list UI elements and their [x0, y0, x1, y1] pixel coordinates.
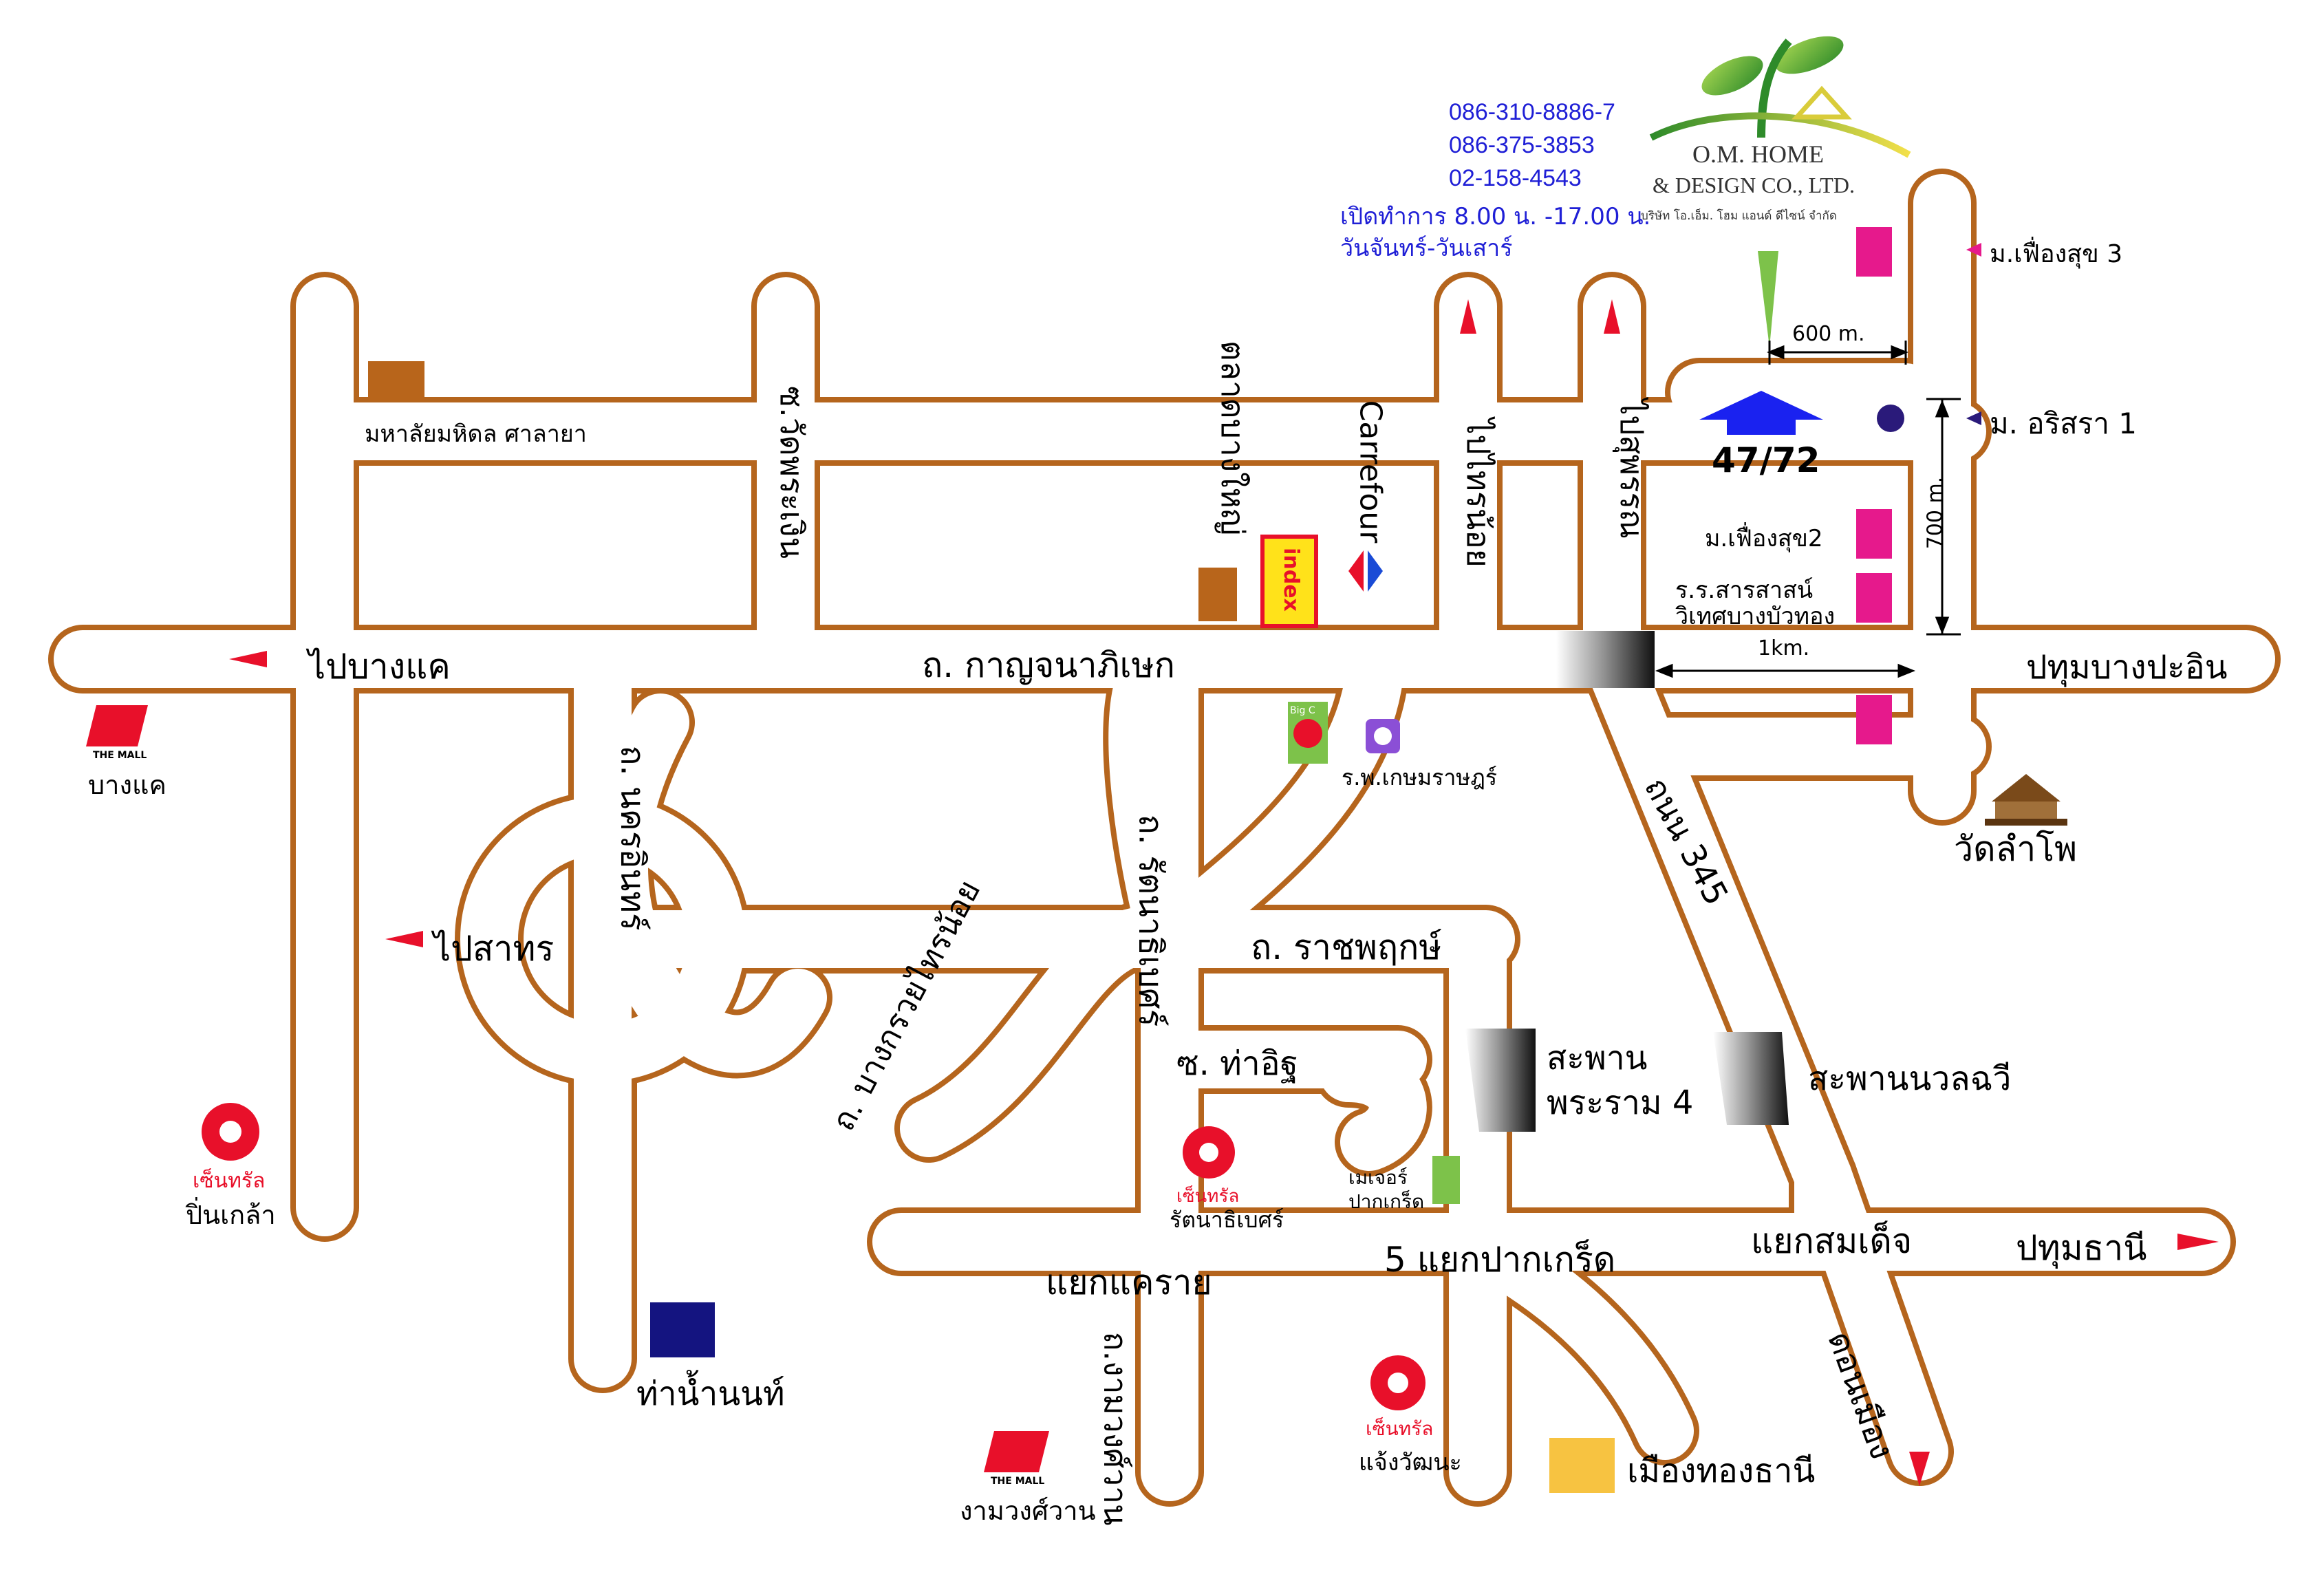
address-number: 47/72 [1712, 440, 1820, 480]
mall-ngam-brand: THE MALL [991, 1476, 1045, 1487]
road-kanchana: ถ. กาญจนาภิเษก [922, 645, 1175, 685]
mu-fueangsuk3-label: ม.เฟื่องสุข 3 [1990, 240, 2123, 268]
road-yaek-khae-rai: แยกแคราย [1046, 1262, 1212, 1302]
index-logo-icon [1260, 535, 1318, 628]
tha-nam-non-label: ท่าน้ำนนท์ [636, 1375, 785, 1413]
wat-lam-pho-label: วัดลำโพ [1954, 829, 2078, 869]
left-arrow-icon [229, 651, 267, 667]
pointer-icon [1966, 243, 1981, 257]
marker-icon [1758, 251, 1778, 347]
road-ngamwongwan: ถ.งามวงศ์วาน [1097, 1331, 1134, 1526]
bridge-rama4-label: สะพาน [1547, 1039, 1648, 1077]
central-ratthana-label: รัตนาธิเบศร์ [1170, 1207, 1284, 1233]
big-c-label: Big C [1290, 705, 1315, 716]
mall-logo-icon [86, 705, 148, 746]
road-pathum-bangpa-in: ปทุมบางปะอิน [2026, 648, 2228, 687]
road-nakhon-in: ถ. นครอินทร์ [613, 745, 652, 931]
distance-1km: 1km. [1758, 636, 1810, 660]
company-name: O.M. HOME [1692, 140, 1825, 168]
mall-logo-icon [984, 1431, 1049, 1472]
company-name-2: & DESIGN CO., LTD. [1653, 173, 1855, 197]
central-chaeng-label: แจ้งวัฒนะ [1359, 1449, 1462, 1476]
major-marker [1432, 1156, 1460, 1204]
central-ratthana-brand: เซ็นทรัล [1176, 1186, 1240, 1207]
mahidol-label: มหาลัยมหิดล ศาลายา [365, 420, 587, 448]
index-label: index [1278, 548, 1303, 612]
carrefour-icon [1348, 550, 1383, 592]
bridge-nonthaburi-label: สะพานนวลฉวี [1808, 1060, 2012, 1098]
distance-600: 600 m. [1792, 322, 1865, 346]
down-arrow-icon [1909, 1452, 1930, 1486]
distance-700: 700 m. [1923, 476, 1948, 550]
up-arrow-icon [1604, 299, 1620, 334]
major-label: เมเจอร์ [1348, 1166, 1408, 1189]
central-pinklao-brand: เซ็นทรัล [193, 1169, 266, 1193]
road-to-sainoi: ไปไทรน้อย [1459, 418, 1497, 568]
road-to-sakhon: ไปสาทร [433, 929, 555, 969]
village-dot-icon [1877, 405, 1904, 432]
mu-irisara1-label: ม. อริสรา 1 [1990, 407, 2138, 440]
phone-1[interactable]: 086-310-8886-7 [1449, 99, 1615, 125]
mu-fueangsuk3-marker [1856, 227, 1892, 277]
bridge-icon [1713, 1032, 1789, 1125]
road-wat-phra-ngoen: ซ.วัดพระเงิน [773, 386, 810, 559]
mall-bangkhae-label: บางแค [88, 770, 166, 800]
tha-nam-non-marker [650, 1302, 715, 1357]
house-arrow-icon [1699, 391, 1823, 435]
road-pathum-thani: ปทุมธานี [2016, 1228, 2147, 1268]
mall-ngam-label: งามวงศ์วาน [960, 1496, 1096, 1526]
phone-3[interactable]: 02-158-4543 [1449, 165, 1582, 191]
road-to-bang-khae: ไปบางแค [308, 647, 451, 687]
school-marker [1856, 573, 1892, 623]
left-arrow-icon [385, 931, 423, 947]
talat-bang-yai-marker [1198, 568, 1237, 621]
phone-2[interactable]: 086-375-3853 [1449, 132, 1595, 158]
pink-marker [1856, 695, 1892, 744]
mall-bangkhae-brand: THE MALL [93, 750, 147, 761]
pointer-icon [1966, 411, 1981, 425]
road-five-yaek-pakkret: 5 แยกปากเกร็ด [1384, 1240, 1616, 1280]
temple-icon [1985, 774, 2067, 826]
carrefour-label: Carrefour [1353, 400, 1388, 544]
road-yaek-somdet: แยกสมเด็จ [1751, 1221, 1913, 1261]
road-to-suphan: ไปสุพรรณ [1613, 399, 1650, 539]
road-ratthanathibet: ถ. รัตนาธิเบศร์ [1131, 814, 1170, 1027]
mu-fueangsuk2-marker [1856, 509, 1892, 559]
mahidol-marker [368, 361, 424, 401]
school-label: ร.ร.สารสาสน์ [1675, 577, 1814, 604]
leaf-logo-icon [1649, 36, 1911, 158]
road-tha-it: ซ. ท่าอิฐ [1176, 1044, 1298, 1083]
kasemrad-label: ร.พ.เกษมราษฎร์ [1342, 764, 1498, 791]
right-arrow-icon [2177, 1234, 2219, 1250]
talat-bang-yai-label: ตลาดบางใหญ่ [1214, 340, 1252, 536]
opening-hours: เปิดทำการ 8.00 น. -17.00 น. [1340, 203, 1651, 230]
bridge-icon [1556, 631, 1655, 688]
school-label-2: วิเทศบางบัวทอง [1675, 603, 1836, 630]
road-ratchaphruek: ถ. ราชพฤกษ์ [1251, 927, 1442, 967]
muang-thong-marker [1549, 1438, 1615, 1493]
central-chaeng-brand: เซ็นทรัล [1366, 1417, 1434, 1440]
bridge-icon [1465, 1029, 1536, 1132]
major-label-2: ปากเกร็ด [1348, 1190, 1425, 1213]
up-arrow-icon [1460, 299, 1476, 334]
mu-fueangsuk2-label: ม.เฟื่องสุข2 [1705, 525, 1823, 552]
opening-days: วันจันทร์-วันเสาร์ [1340, 235, 1513, 262]
company-name-th: บริษัท โอ.เอ็ม. โฮม แอนด์ ดีไซน์ จำกัด [1641, 209, 1837, 223]
central-pinklao-label: ปิ่นเกล้า [186, 1200, 276, 1230]
muang-thong-label: เมืองทองธานี [1627, 1452, 1816, 1490]
bridge-rama4-label-2: พระราม 4 [1547, 1084, 1694, 1122]
